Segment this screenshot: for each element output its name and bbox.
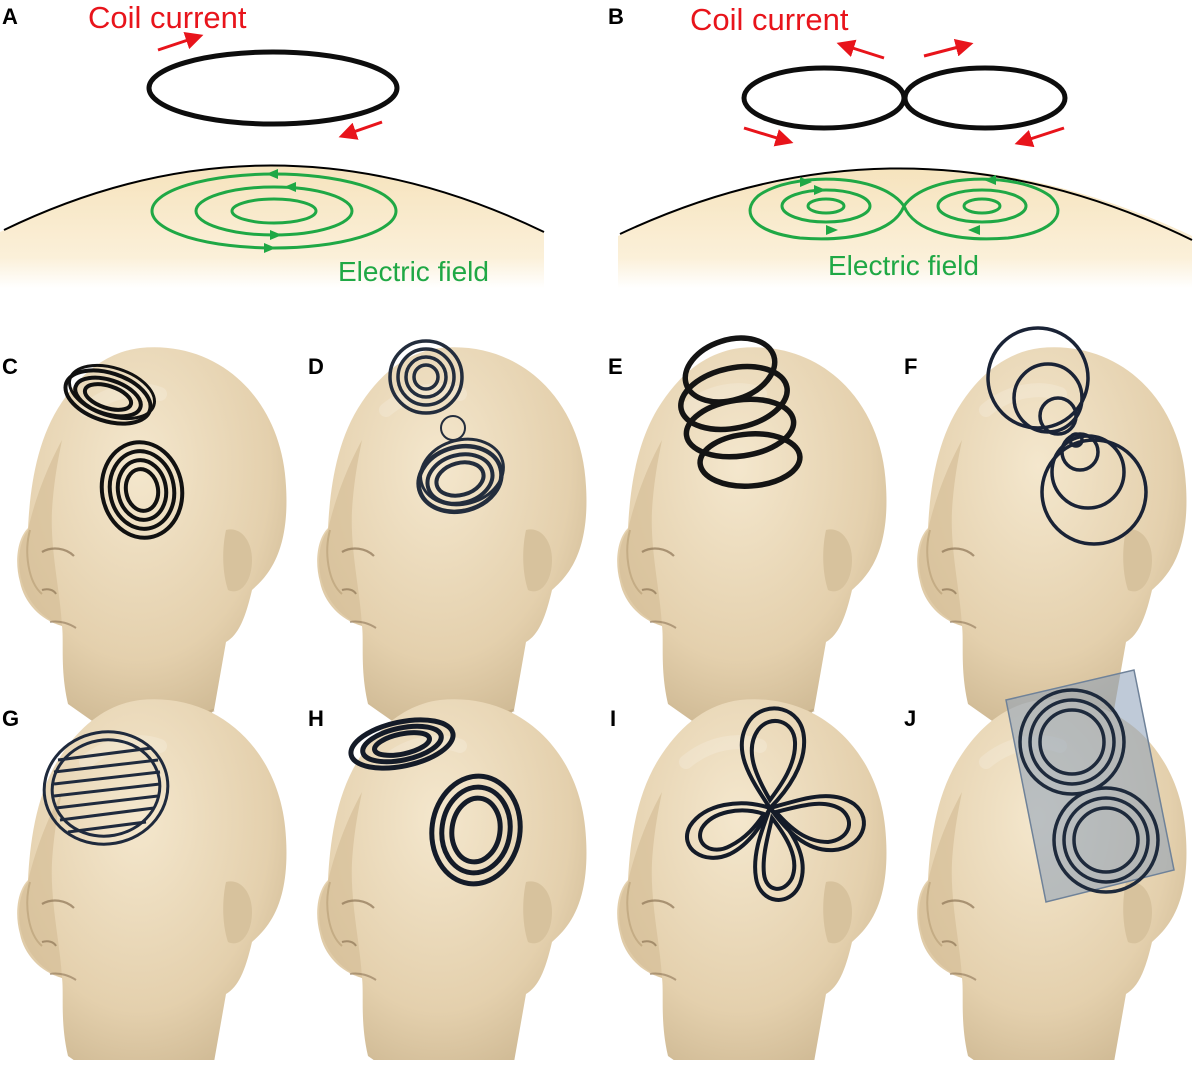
panel-label-b: B (608, 4, 624, 29)
panel-label-g: G (2, 706, 20, 731)
circular-coil-loop (146, 49, 400, 127)
panel-label-d: D (308, 354, 324, 379)
figure-8-coil-on-head-icon (63, 363, 185, 540)
panel-a-circular-coil-diagram (0, 32, 545, 288)
panel-label-e: E (608, 354, 623, 379)
coil-current-label-b: Coil current (690, 2, 849, 37)
h-coil-icon (678, 335, 803, 489)
current-arrow-left-top (836, 39, 885, 60)
figure8-left-loop (741, 65, 907, 131)
panel-label-j: J (904, 706, 917, 731)
flat-figure-8-plate-coil-icon (1005, 669, 1175, 903)
figure8-right-loop (902, 65, 1068, 131)
panel-label-f: F (904, 354, 918, 379)
striped-circular-coil-icon (42, 730, 170, 846)
electric-field-label-a: Electric field (338, 256, 489, 287)
panel-label-a: A (2, 4, 18, 29)
panel-d-head (317, 347, 586, 743)
panel-f-head (917, 347, 1186, 743)
panel-label-c: C (2, 354, 18, 379)
current-arrow-left-bottom (743, 126, 794, 147)
cloverleaf-coil-icon (986, 326, 1148, 546)
angled-figure-8-coil-icon (348, 717, 523, 887)
panel-b-figure8-coil-diagram (618, 38, 1193, 288)
current-arrow-right-top (923, 38, 974, 58)
current-arrow-right-bottom (1014, 126, 1065, 148)
current-arrow-top (157, 32, 204, 52)
electric-field-label-b: Electric field (828, 250, 979, 281)
double-cone-coil-icon (388, 339, 505, 515)
panel-label-i: I (610, 706, 617, 731)
coil-current-label-a: Coil current (88, 0, 247, 35)
current-arrow-bottom (338, 120, 383, 140)
panel-label-h: H (308, 706, 324, 731)
four-leaf-coil-icon (685, 706, 866, 902)
panel-e-head (617, 347, 886, 743)
